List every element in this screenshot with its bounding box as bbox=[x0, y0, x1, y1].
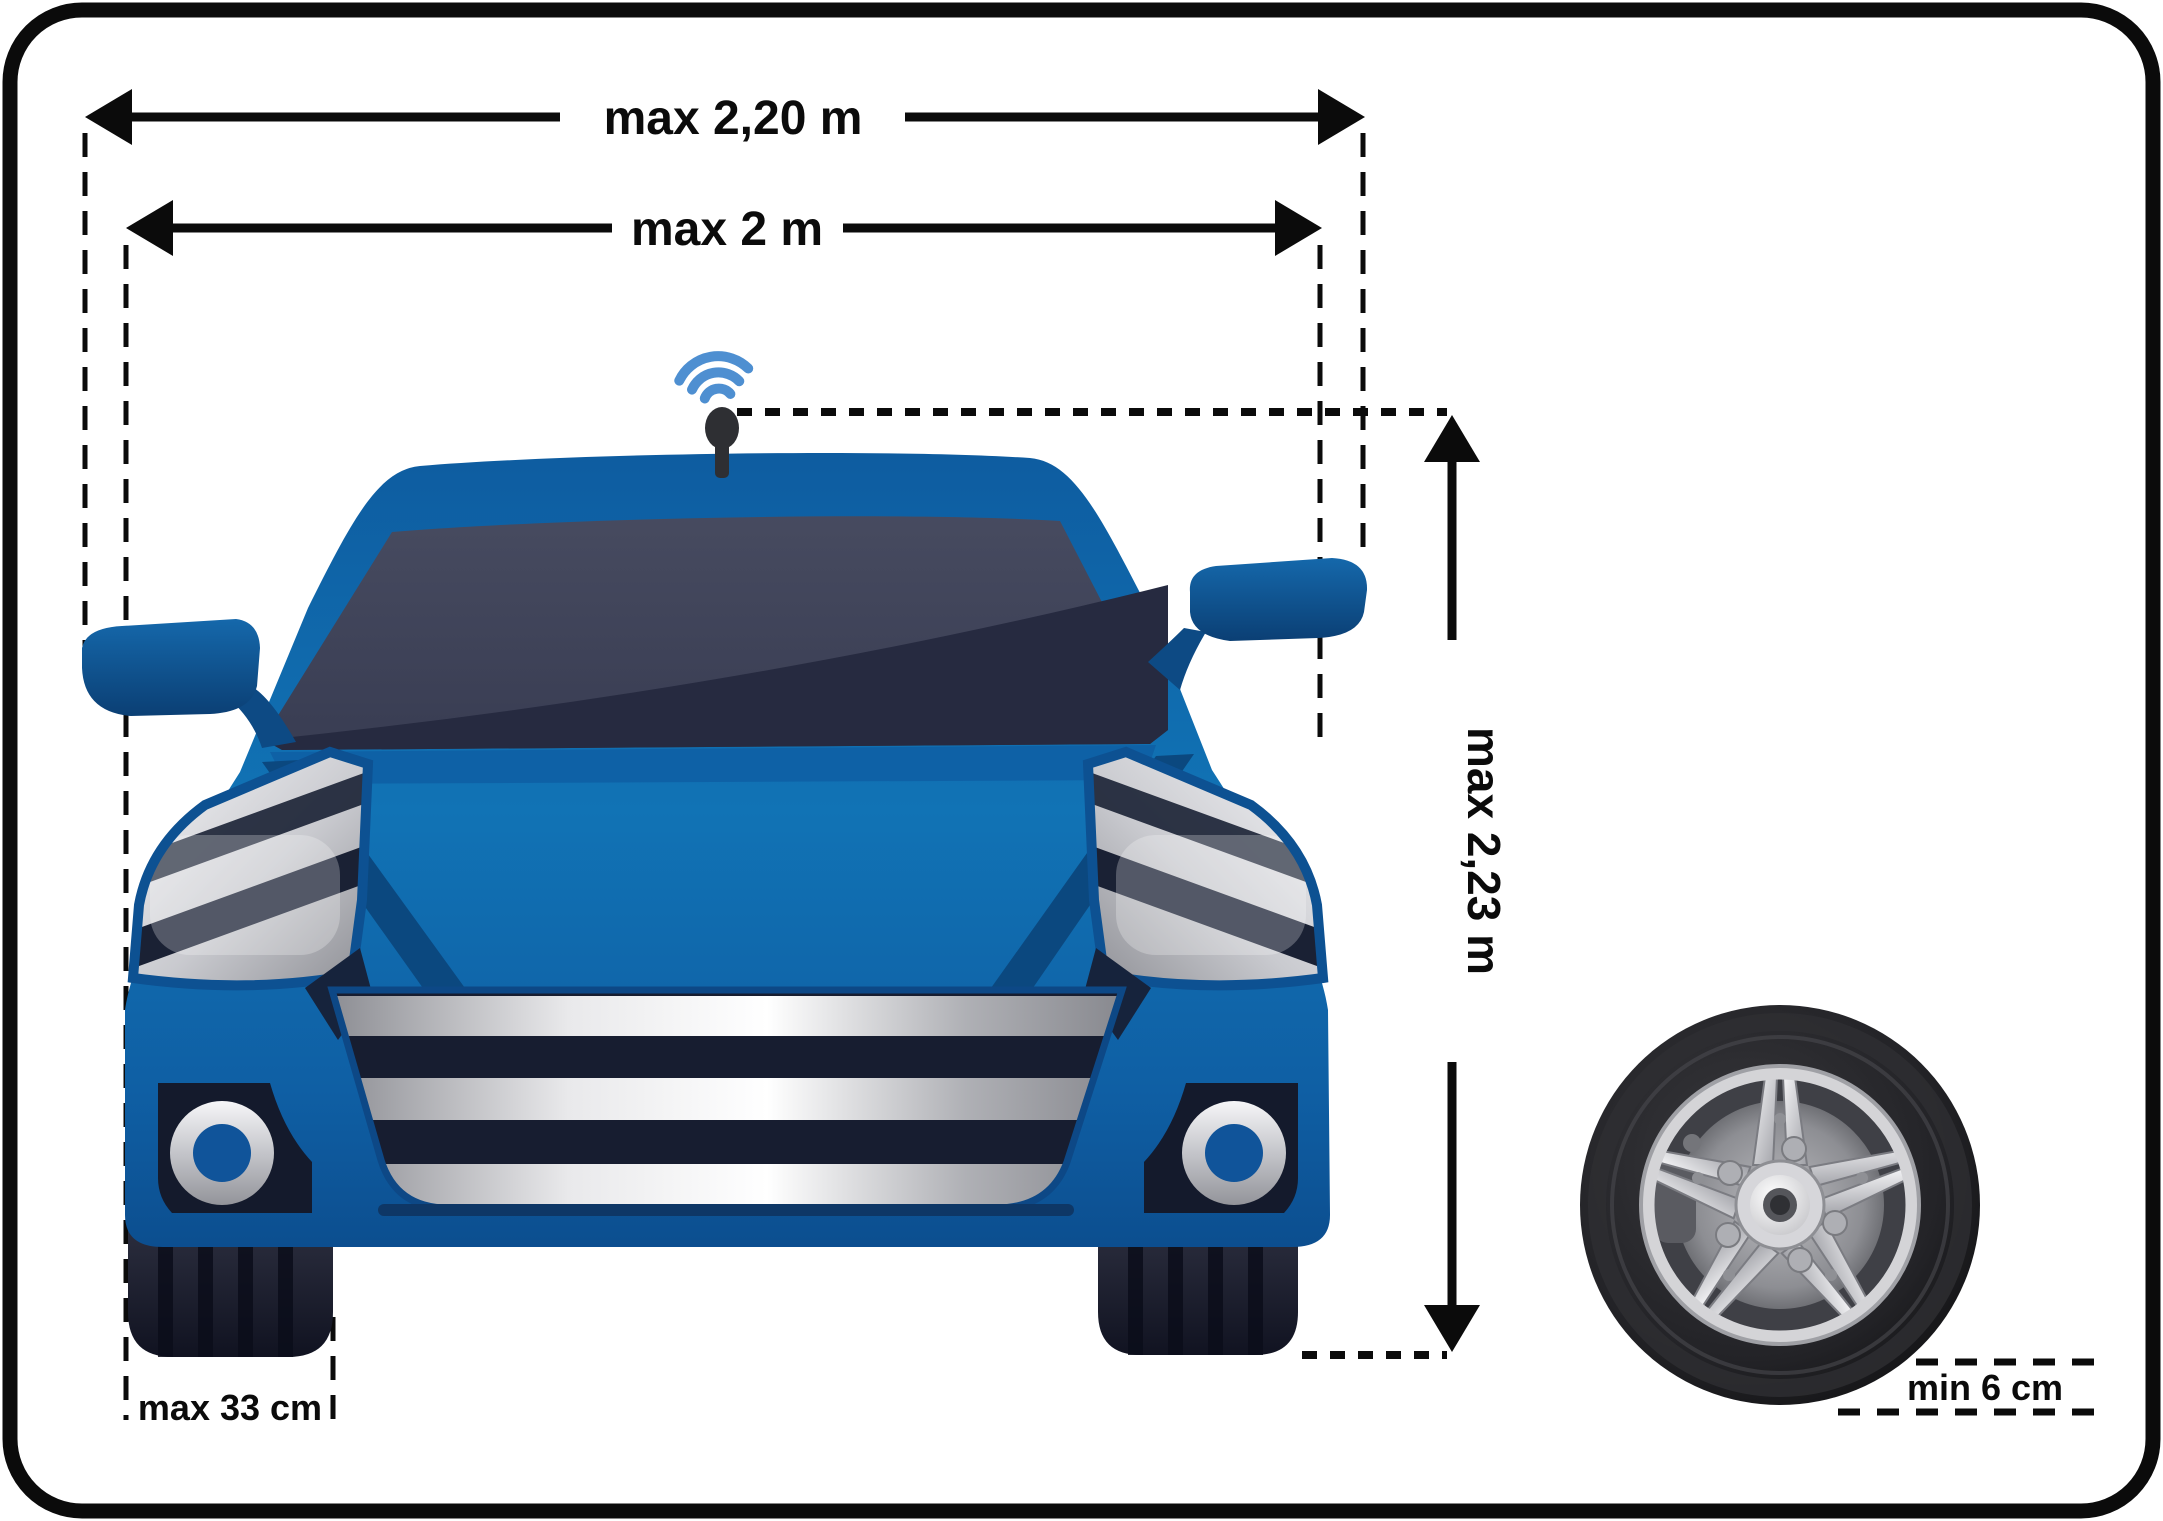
body-width-label: max 2 m bbox=[631, 203, 823, 256]
arrowhead-left-icon bbox=[126, 200, 173, 256]
tire-illustration bbox=[1580, 1005, 1980, 1405]
left-mirror bbox=[82, 619, 296, 748]
arrowhead-down-icon bbox=[1424, 1305, 1480, 1352]
arrowhead-right-icon bbox=[1275, 200, 1322, 256]
arrowhead-left-icon bbox=[85, 89, 132, 145]
height-label: max 2,23 m bbox=[1458, 727, 1510, 975]
left-headlight bbox=[127, 746, 374, 991]
antenna-icon bbox=[705, 407, 739, 478]
overall-width-label: max 2,20 m bbox=[604, 92, 863, 145]
overall-width-dimension: max 2,20 m bbox=[85, 89, 1365, 145]
hub bbox=[1692, 1113, 1868, 1281]
height-dimension: max 2,23 m bbox=[1424, 415, 1510, 1352]
cowl-panel bbox=[270, 745, 1156, 784]
arrowhead-right-icon bbox=[1318, 89, 1365, 145]
arrowhead-up-icon bbox=[1424, 415, 1480, 462]
grille-lower-lip bbox=[378, 1204, 1074, 1216]
tyre-width-label: max 33 cm bbox=[138, 1387, 322, 1428]
right-mirror bbox=[1148, 558, 1368, 690]
wifi-icon bbox=[674, 351, 754, 404]
grille bbox=[327, 986, 1127, 1216]
left-fog-light bbox=[158, 1083, 312, 1213]
right-headlight bbox=[1082, 746, 1329, 991]
car-illustration bbox=[82, 351, 1368, 1357]
windshield-shade bbox=[264, 585, 1168, 750]
windshield bbox=[264, 516, 1168, 750]
right-fog-light bbox=[1144, 1083, 1298, 1213]
body-width-dimension: max 2 m bbox=[126, 200, 1322, 256]
ground-clearance-label: min 6 cm bbox=[1907, 1367, 2063, 1408]
dimension-guides bbox=[82, 133, 2098, 1420]
